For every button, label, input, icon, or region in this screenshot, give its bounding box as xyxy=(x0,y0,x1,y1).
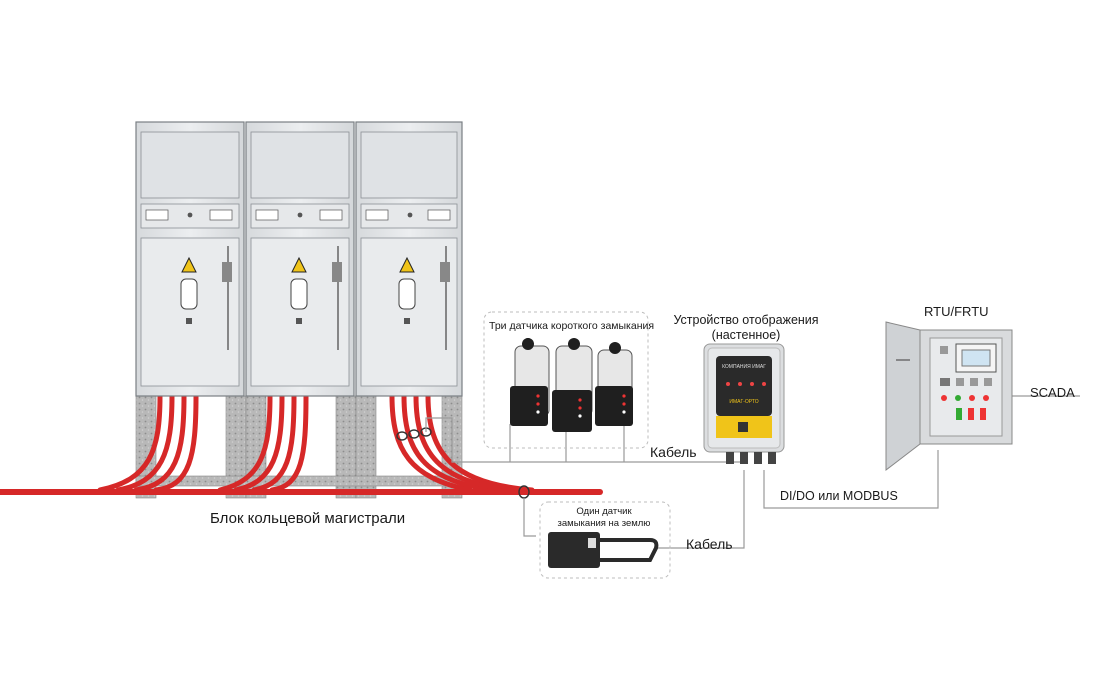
device-model: ИМАГ-ОРТО xyxy=(729,399,758,405)
earth-sensor-label: Один датчик замыкания на землю xyxy=(544,506,664,530)
device-brand: КОМПАНИЯ ИМАГ xyxy=(722,364,766,370)
display-device-label-line1: Устройство отображения xyxy=(673,313,819,327)
high-voltage-warning-icon xyxy=(291,256,307,273)
dido-label: DI/DO или MODBUS xyxy=(780,489,898,503)
concrete-base xyxy=(135,395,463,499)
sensor-2 xyxy=(552,338,593,432)
display-device-label-line2: (настенное) xyxy=(711,328,781,342)
cabinet-3 xyxy=(355,121,463,397)
earth-fault-sensor xyxy=(548,532,659,568)
cable-label-bottom: Кабель xyxy=(686,536,733,552)
power-cables xyxy=(0,393,603,495)
sensor-3 xyxy=(595,342,633,426)
switchgear-cabinets xyxy=(135,121,463,397)
cabinet-1 xyxy=(135,121,245,397)
ring-main-unit xyxy=(0,121,603,499)
earth-sensor-label-line1: Один датчик xyxy=(576,506,632,517)
display-device: КОМПАНИЯ ИМАГ ИМАГ-ОРТО xyxy=(703,343,785,464)
rtu-cabinet xyxy=(885,321,1013,472)
high-voltage-warning-icon xyxy=(181,256,197,273)
three-sensors-label: Три датчика короткого замыкания xyxy=(489,320,655,332)
short-circuit-sensors-group xyxy=(483,311,649,449)
ring-main-unit-label: Блок кольцевой магистрали xyxy=(210,510,406,527)
scada-label: SCADA xyxy=(1030,385,1075,400)
sensor-1 xyxy=(510,338,550,426)
earth-sensor-label-line2: замыкания на землю xyxy=(557,518,651,529)
rtu-label: RTU/FRTU xyxy=(924,304,989,319)
high-voltage-warning-icon xyxy=(399,256,415,273)
display-device-label: Устройство отображения (настенное) xyxy=(666,313,826,343)
cabinet-2 xyxy=(245,121,355,397)
cable-label-top: Кабель xyxy=(650,444,697,460)
earth-fault-sensor-group xyxy=(539,501,671,579)
